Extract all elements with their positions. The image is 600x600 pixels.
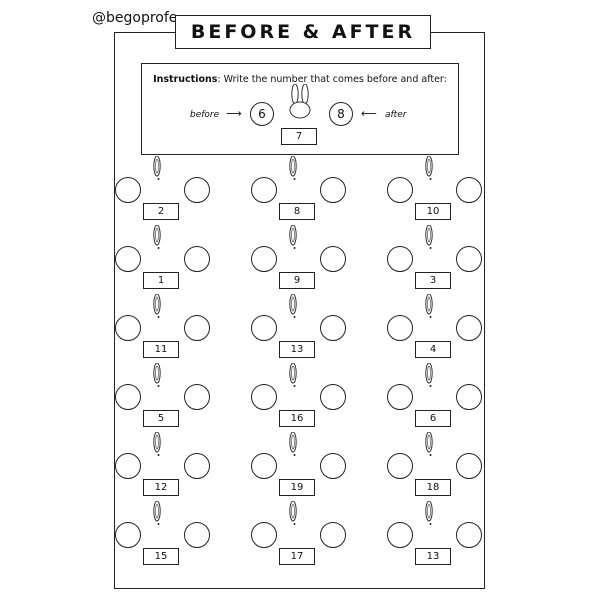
answer-circle-after[interactable] bbox=[456, 315, 482, 341]
example-before-circle: 6 bbox=[250, 102, 274, 126]
number-box: 2 bbox=[143, 203, 179, 220]
number-box: 1 bbox=[143, 272, 179, 289]
page-title: BEFORE & AFTER bbox=[175, 15, 431, 49]
bunny-icon bbox=[289, 501, 297, 525]
answer-circle-after[interactable] bbox=[184, 315, 210, 341]
author-handle: @begoprofe bbox=[92, 10, 178, 26]
answer-circle-after[interactable] bbox=[320, 315, 346, 341]
number-box: 4 bbox=[415, 341, 451, 358]
number-box: 13 bbox=[279, 341, 315, 358]
answer-circle-after[interactable] bbox=[456, 246, 482, 272]
answer-circle-before[interactable] bbox=[387, 384, 413, 410]
answer-circle-after[interactable] bbox=[184, 246, 210, 272]
answer-circle-after[interactable] bbox=[184, 522, 210, 548]
answer-circle-after[interactable] bbox=[184, 384, 210, 410]
answer-circle-before[interactable] bbox=[251, 246, 277, 272]
bunny-icon bbox=[289, 294, 297, 318]
number-box: 12 bbox=[143, 479, 179, 496]
answer-circle-after[interactable] bbox=[320, 246, 346, 272]
number-box: 6 bbox=[415, 410, 451, 427]
answer-circle-after[interactable] bbox=[320, 522, 346, 548]
worksheet-frame bbox=[114, 32, 485, 589]
bunny-icon bbox=[289, 363, 297, 387]
answer-circle-after[interactable] bbox=[456, 453, 482, 479]
answer-circle-after[interactable] bbox=[456, 522, 482, 548]
answer-circle-before[interactable] bbox=[387, 246, 413, 272]
bunny-icon bbox=[153, 225, 161, 249]
number-box: 10 bbox=[415, 203, 451, 220]
answer-circle-before[interactable] bbox=[251, 315, 277, 341]
number-box: 16 bbox=[279, 410, 315, 427]
answer-circle-before[interactable] bbox=[251, 384, 277, 410]
answer-circle-before[interactable] bbox=[387, 453, 413, 479]
bunny-icon bbox=[153, 363, 161, 387]
bunny-icon bbox=[425, 501, 433, 525]
number-box: 8 bbox=[279, 203, 315, 220]
number-box: 17 bbox=[279, 548, 315, 565]
bunny-icon bbox=[289, 156, 297, 180]
instructions-panel: Instructions: Write the number that come… bbox=[141, 63, 459, 155]
answer-circle-after[interactable] bbox=[320, 177, 346, 203]
answer-circle-before[interactable] bbox=[251, 177, 277, 203]
answer-circle-after[interactable] bbox=[320, 453, 346, 479]
answer-circle-before[interactable] bbox=[115, 453, 141, 479]
arrow-left-icon: ⟵ bbox=[361, 107, 377, 120]
answer-circle-before[interactable] bbox=[115, 384, 141, 410]
answer-circle-after[interactable] bbox=[456, 384, 482, 410]
answer-circle-before[interactable] bbox=[115, 522, 141, 548]
answer-circle-after[interactable] bbox=[320, 384, 346, 410]
number-box: 13 bbox=[415, 548, 451, 565]
answer-circle-after[interactable] bbox=[184, 177, 210, 203]
bunny-icon bbox=[289, 84, 311, 119]
number-box: 19 bbox=[279, 479, 315, 496]
number-box: 3 bbox=[415, 272, 451, 289]
answer-circle-before[interactable] bbox=[115, 177, 141, 203]
number-box: 11 bbox=[143, 341, 179, 358]
number-box: 15 bbox=[143, 548, 179, 565]
before-label: before bbox=[190, 110, 220, 120]
bunny-icon bbox=[153, 501, 161, 525]
answer-circle-after[interactable] bbox=[456, 177, 482, 203]
answer-circle-before[interactable] bbox=[387, 315, 413, 341]
bunny-icon bbox=[425, 294, 433, 318]
example-number-box: 7 bbox=[281, 128, 317, 145]
example-after-circle: 8 bbox=[329, 102, 353, 126]
instructions-label: Instructions bbox=[153, 74, 218, 85]
answer-circle-before[interactable] bbox=[387, 522, 413, 548]
answer-circle-before[interactable] bbox=[251, 453, 277, 479]
instructions-text: Instructions: Write the number that come… bbox=[142, 74, 458, 85]
answer-circle-before[interactable] bbox=[387, 177, 413, 203]
after-label: after bbox=[385, 110, 407, 120]
answer-circle-before[interactable] bbox=[115, 315, 141, 341]
bunny-icon bbox=[153, 294, 161, 318]
answer-circle-before[interactable] bbox=[115, 246, 141, 272]
bunny-icon bbox=[289, 225, 297, 249]
bunny-icon bbox=[425, 432, 433, 456]
answer-circle-after[interactable] bbox=[184, 453, 210, 479]
bunny-icon bbox=[425, 156, 433, 180]
bunny-icon bbox=[153, 156, 161, 180]
bunny-icon bbox=[425, 363, 433, 387]
number-box: 18 bbox=[415, 479, 451, 496]
instructions-body: : Write the number that comes before and… bbox=[217, 74, 447, 85]
bunny-icon bbox=[289, 432, 297, 456]
answer-circle-before[interactable] bbox=[251, 522, 277, 548]
number-box: 5 bbox=[143, 410, 179, 427]
bunny-icon bbox=[153, 432, 161, 456]
bunny-icon bbox=[425, 225, 433, 249]
arrow-right-icon: ⟶ bbox=[226, 107, 242, 120]
number-box: 9 bbox=[279, 272, 315, 289]
